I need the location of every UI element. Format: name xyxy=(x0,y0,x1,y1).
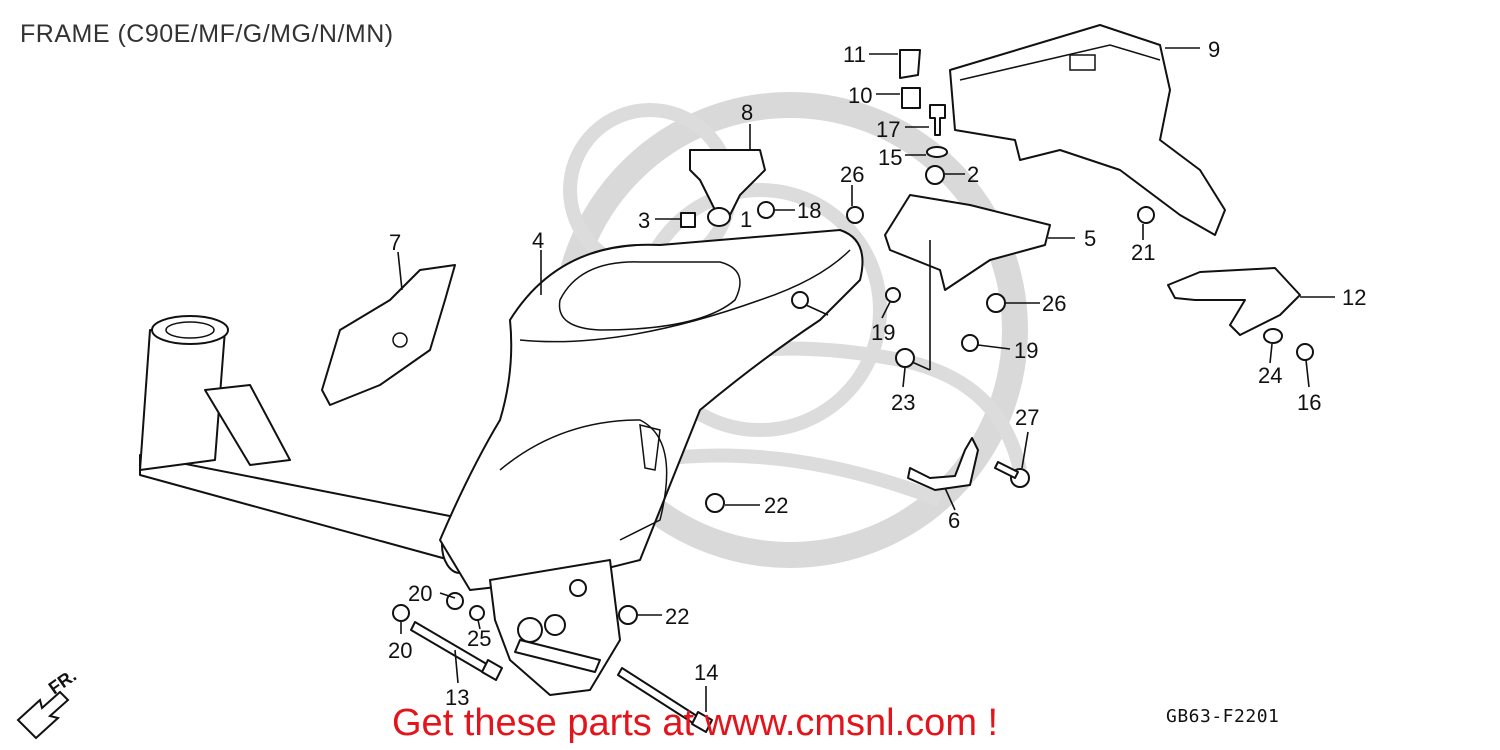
callout-8: 8 xyxy=(741,100,754,125)
part-5-bracket xyxy=(884,194,1051,291)
diagram-code: GB63-F2201 xyxy=(1166,706,1280,727)
front-direction-arrow: FR. xyxy=(16,665,80,740)
callout-17: 17 xyxy=(876,117,901,142)
direction-label: FR. xyxy=(45,665,80,698)
part-6-bracket xyxy=(907,437,979,491)
callout-18: 18 xyxy=(797,198,822,223)
frame-body xyxy=(439,229,864,591)
page-title: FRAME (C90E/MF/G/MG/N/MN) xyxy=(20,20,394,48)
callout-2: 2 xyxy=(967,162,980,187)
callout-15: 15 xyxy=(878,145,903,170)
callout-10: 10 xyxy=(848,83,873,108)
callout-9: 9 xyxy=(1208,37,1221,62)
callout-27: 27 xyxy=(1015,405,1040,430)
callout-19b: 19 xyxy=(1014,338,1039,363)
callout-12: 12 xyxy=(1342,285,1367,310)
callout-23: 23 xyxy=(891,390,916,415)
callout-16: 16 xyxy=(1297,390,1322,415)
callout-22b: 22 xyxy=(665,604,690,629)
callout-20b: 20 xyxy=(388,638,413,663)
part-12-cover xyxy=(1167,267,1301,336)
callout-3: 3 xyxy=(638,208,651,233)
callout-6: 6 xyxy=(948,508,961,533)
callout-25: 25 xyxy=(467,626,492,651)
callout-11: 11 xyxy=(843,42,866,67)
callout-26a: 26 xyxy=(840,162,865,187)
promo-link[interactable]: Get these parts at www.cmsnl.com ! xyxy=(392,702,999,744)
frame-lower-bracket xyxy=(489,559,621,696)
part-7-plate xyxy=(321,264,456,406)
callout-4: 4 xyxy=(532,228,545,253)
callout-21: 21 xyxy=(1131,240,1156,265)
callout-20a: 20 xyxy=(408,581,433,606)
callout-1: 1 xyxy=(740,207,753,232)
callout-22a: 22 xyxy=(764,493,789,518)
callout-24: 24 xyxy=(1258,363,1283,388)
callout-26b: 26 xyxy=(1042,291,1067,316)
callout-19a: 19 xyxy=(871,320,896,345)
callout-7: 7 xyxy=(389,230,402,255)
long-bolts xyxy=(410,621,713,733)
bolt-27 xyxy=(994,461,1019,479)
callout-5: 5 xyxy=(1084,226,1097,251)
callout-13: 13 xyxy=(445,685,470,710)
small-fasteners xyxy=(392,49,1314,625)
callout-14: 14 xyxy=(694,660,719,685)
leader-lines xyxy=(397,47,1335,712)
part-9-rear-fender xyxy=(949,24,1226,236)
